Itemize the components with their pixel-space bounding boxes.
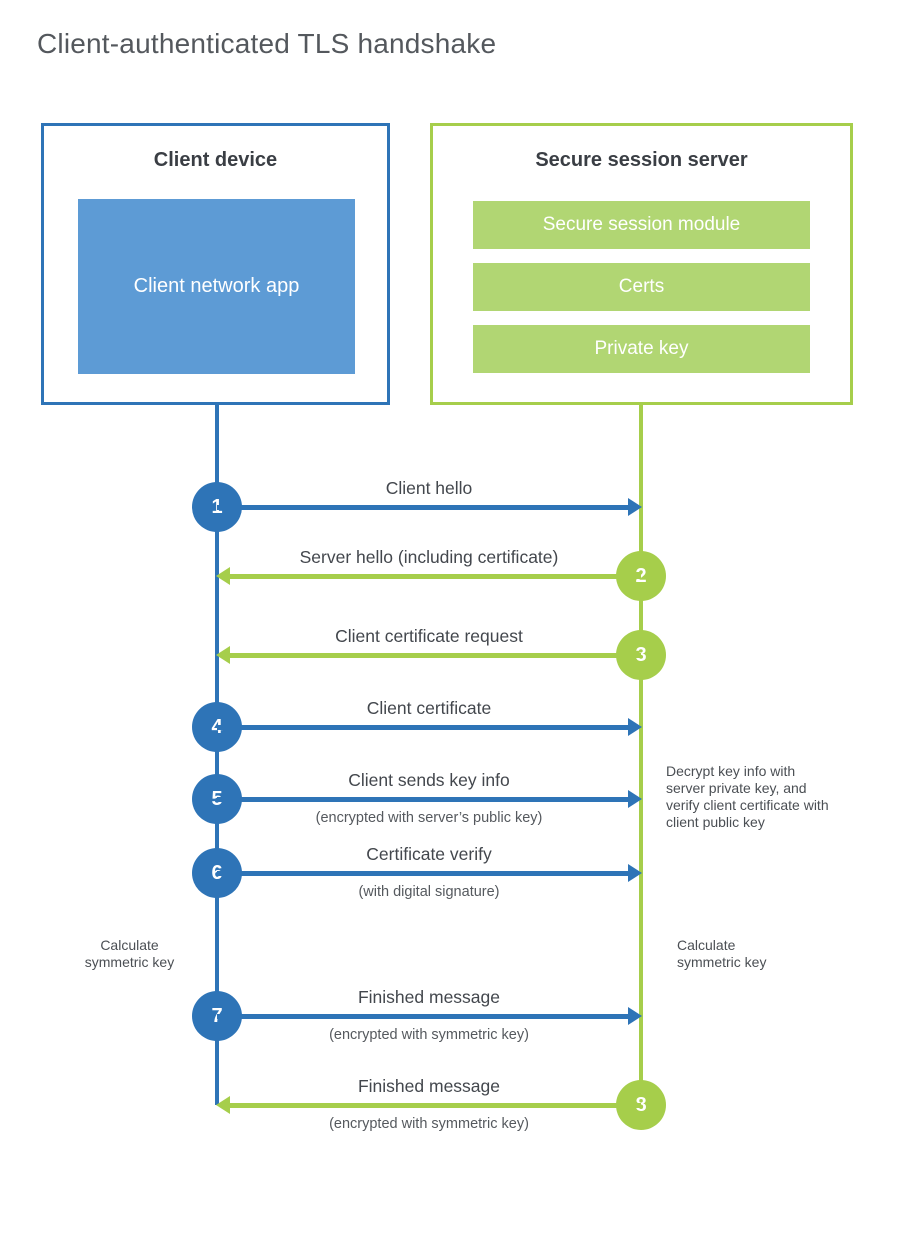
client-network-app-box: Client network app xyxy=(78,199,355,374)
secure-session-server-box: Secure session server Secure session mod… xyxy=(430,123,853,405)
page-title: Client-authenticated TLS handshake xyxy=(37,28,497,59)
module-private-key: Private key xyxy=(473,325,810,373)
module-secure-session: Secure session module xyxy=(473,201,810,249)
step-7-sublabel: (encrypted with symmetric key) xyxy=(329,1027,529,1043)
step-2-label: Server hello (including certificate) xyxy=(299,547,559,567)
server-decrypt-note: Decrypt key info with server private key… xyxy=(666,763,829,830)
step-6-arrowhead-right-icon xyxy=(628,864,642,882)
step-8-arrow-shaft xyxy=(230,1103,641,1108)
step-1-arrowhead-right-icon xyxy=(628,498,642,516)
step-6-arrow-shaft xyxy=(217,871,629,876)
step-8-arrowhead-left-icon xyxy=(216,1096,230,1114)
step-4-arrow-shaft xyxy=(217,725,629,730)
step-2-arrow-shaft xyxy=(230,574,641,579)
step-5-arrowhead-right-icon xyxy=(628,790,642,808)
step-4-arrowhead-right-icon xyxy=(628,718,642,736)
server-lifeline xyxy=(639,405,643,1105)
client-device-title: Client device xyxy=(153,149,278,171)
step-6-sublabel: (with digital signature) xyxy=(358,884,500,900)
client-network-app-label: Client network app xyxy=(133,275,300,297)
step-4-label: Client certificate xyxy=(366,698,492,718)
client-lifeline xyxy=(215,405,219,1105)
step-1-label: Client hello xyxy=(385,478,473,498)
step-2-arrowhead-left-icon xyxy=(216,567,230,585)
client-calculate-symmetric-key-note: Calculate symmetric key xyxy=(84,937,175,970)
step-3-label: Client certificate request xyxy=(335,626,523,646)
step-1-arrow-shaft xyxy=(217,505,629,510)
step-6-label: Certificate verify xyxy=(366,844,492,864)
step-5-sublabel: (encrypted with server’s public key) xyxy=(315,810,543,826)
module-certs: Certs xyxy=(473,263,810,311)
step-5-arrow-shaft xyxy=(217,797,629,802)
step-5-label: Client sends key info xyxy=(348,770,510,790)
secure-session-server-title: Secure session server xyxy=(535,149,748,171)
server-calculate-symmetric-key-note: Calculate symmetric key xyxy=(677,937,767,970)
step-7-arrow-shaft xyxy=(217,1014,629,1019)
step-3-arrowhead-left-icon xyxy=(216,646,230,664)
step-8-sublabel: (encrypted with symmetric key) xyxy=(329,1116,529,1132)
step-7-arrowhead-right-icon xyxy=(628,1007,642,1025)
step-3-arrow-shaft xyxy=(230,653,641,658)
client-device-box: Client device Client network app xyxy=(41,123,390,405)
step-7-label: Finished message xyxy=(357,987,501,1007)
step-8-label: Finished message xyxy=(357,1076,501,1096)
